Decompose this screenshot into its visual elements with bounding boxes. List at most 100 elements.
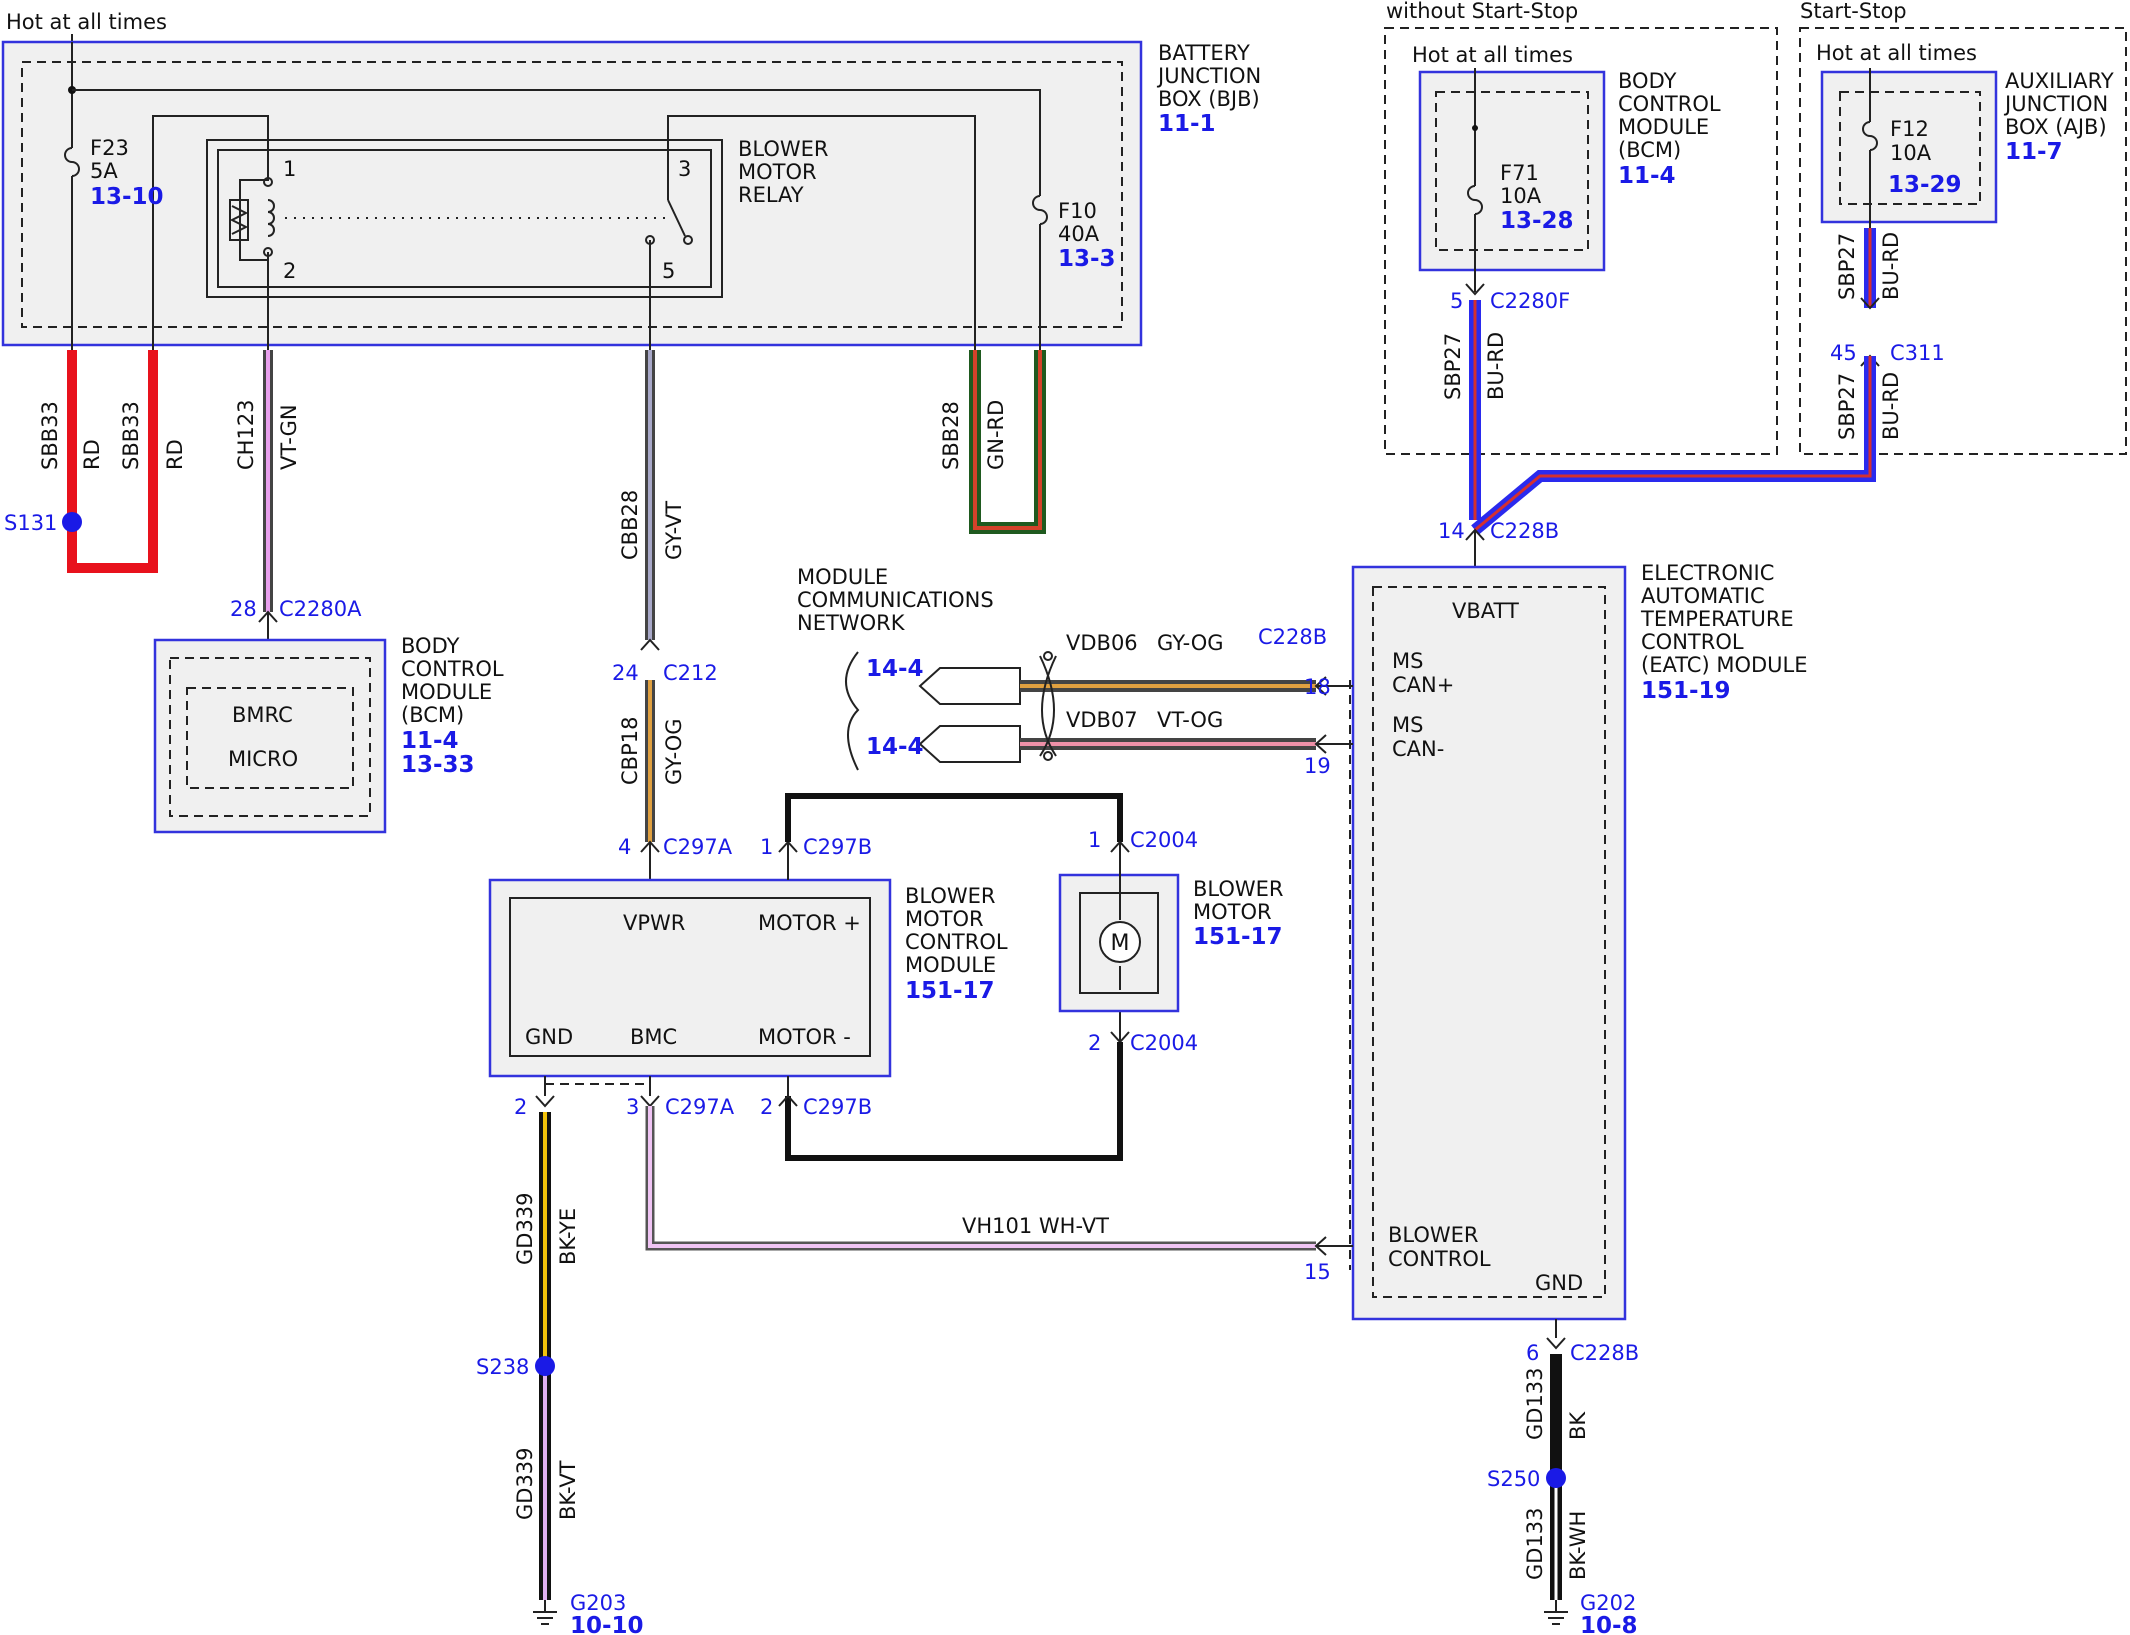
can-plus-pin: 18 bbox=[1304, 675, 1331, 699]
c297b-pin: 1 bbox=[760, 835, 773, 859]
vdb07-label: VDB07 bbox=[1066, 708, 1138, 732]
bmcm-label-4: MODULE bbox=[905, 953, 996, 977]
c2004-top-label: C2004 bbox=[1130, 828, 1198, 852]
bmcm-label-3: CONTROL bbox=[905, 930, 1008, 954]
gd133-upper-label: GD133 bbox=[1523, 1367, 1547, 1440]
bjb-label-2: JUNCTION bbox=[1156, 64, 1261, 88]
relay-label-2: MOTOR bbox=[738, 160, 817, 184]
eatc-label-1: ELECTRONIC bbox=[1641, 561, 1774, 585]
bmcm-label-1: BLOWER bbox=[905, 884, 996, 908]
vh101-wire bbox=[640, 1076, 1353, 1256]
sbb28-label: SBB28 bbox=[939, 401, 963, 470]
bmc-label: BMC bbox=[630, 1025, 677, 1049]
bmcm-label-2: MOTOR bbox=[905, 907, 984, 931]
motor-label-1: BLOWER bbox=[1193, 877, 1284, 901]
bcm-left-label-2: CONTROL bbox=[401, 657, 504, 681]
can-minus-pin: 19 bbox=[1304, 754, 1331, 778]
c2004-pin1: 1 bbox=[1088, 828, 1101, 852]
relay-pin-5: 5 bbox=[662, 259, 675, 283]
g202-label: G202 bbox=[1580, 1591, 1636, 1615]
micro-label: MICRO bbox=[228, 747, 298, 771]
vdb06-label: VDB06 bbox=[1066, 631, 1138, 655]
sbb28-loop bbox=[969, 350, 1046, 534]
relay-label-3: RELAY bbox=[738, 183, 804, 207]
blower-motor: M BLOWER MOTOR 151-17 bbox=[1058, 868, 1284, 1013]
bjb-label-1: BATTERY bbox=[1158, 41, 1250, 65]
c297a-label: C297A bbox=[663, 835, 733, 859]
c311-label: C311 bbox=[1890, 341, 1945, 365]
bcm-left-label-4: (BCM) bbox=[401, 703, 464, 727]
can-plus-conn: C228B bbox=[1258, 625, 1327, 649]
c2280a-pin: 28 bbox=[230, 597, 257, 621]
relay-label-1: BLOWER bbox=[738, 137, 829, 161]
gd133-lower-label: GD133 bbox=[1523, 1507, 1547, 1580]
cbp18-label: CBP18 bbox=[618, 717, 642, 785]
f10-label: F10 bbox=[1058, 199, 1097, 223]
c2004-pin2: 2 bbox=[1088, 1031, 1101, 1055]
relay-pin-1: 1 bbox=[283, 157, 296, 181]
c212-label: C212 bbox=[663, 661, 718, 685]
burd-bcm-label: BU-RD bbox=[1484, 332, 1508, 400]
can-minus-label: CAN- bbox=[1392, 737, 1444, 761]
gnd-pin: 2 bbox=[514, 1095, 527, 1119]
vbatt-label: VBATT bbox=[1452, 599, 1519, 623]
hot-bcm-label: Hot at all times bbox=[1412, 43, 1573, 67]
bcm-top-ref: 11-4 bbox=[1618, 163, 1676, 189]
bkwh-label: BK-WH bbox=[1566, 1511, 1590, 1580]
network-label-3: NETWORK bbox=[797, 611, 906, 635]
g203-label: G203 bbox=[570, 1591, 626, 1615]
relay-pin-3: 3 bbox=[678, 157, 691, 181]
bcm-top-label-3: MODULE bbox=[1618, 115, 1709, 139]
burd-c311-label: BU-RD bbox=[1879, 372, 1903, 440]
ajb-label-1: AUXILIARY bbox=[2005, 69, 2114, 93]
c2004-bottom-label: C2004 bbox=[1130, 1031, 1198, 1055]
start-stop-label: Start-Stop bbox=[1800, 0, 1907, 23]
start-stop-region bbox=[1799, 27, 2127, 455]
bmcm-gnd-label: GND bbox=[525, 1025, 573, 1049]
motor-letter: M bbox=[1111, 931, 1130, 956]
bcm-left-label-1: BODY bbox=[401, 634, 460, 658]
c2280f-label: C2280F bbox=[1490, 289, 1570, 313]
bmrc-label: BMRC bbox=[232, 703, 293, 727]
gd339-upper-label: GD339 bbox=[513, 1192, 537, 1265]
network-label-2: COMMUNICATIONS bbox=[797, 588, 994, 612]
c2280a-label: C2280A bbox=[279, 597, 362, 621]
gyvt-label: GY-VT bbox=[662, 501, 686, 560]
c297b-label: C297B bbox=[803, 835, 872, 859]
sbb33-left-label: SBB33 bbox=[38, 401, 62, 470]
ms2-label: MS bbox=[1392, 713, 1423, 737]
gd133-ground-wire bbox=[1544, 1319, 1568, 1625]
bcm-top-label-2: CONTROL bbox=[1618, 92, 1721, 116]
twisted-pair-symbol bbox=[1039, 651, 1057, 761]
vh101-label: VH101 WH-VT bbox=[962, 1214, 1109, 1238]
network-brace bbox=[845, 651, 860, 771]
motor-neg-conn: C297B bbox=[803, 1095, 872, 1119]
eatc-gnd-label: GND bbox=[1535, 1271, 1583, 1295]
can-plus-wire bbox=[918, 667, 1353, 705]
bmc-conn: C297A bbox=[665, 1095, 735, 1119]
cbb28-cbp18-wire bbox=[640, 350, 660, 880]
sbp27-ajb-label: SBP27 bbox=[1835, 233, 1859, 300]
g203-ref: 10-10 bbox=[570, 1613, 644, 1635]
blower-control-pin: 15 bbox=[1304, 1260, 1331, 1284]
eatc-label-3: TEMPERATURE bbox=[1640, 607, 1794, 631]
bjb-internal-wiring bbox=[64, 42, 1048, 350]
c228b-vbatt-pin: 14 bbox=[1438, 519, 1465, 543]
ch123-wire bbox=[258, 350, 278, 688]
sbb33-loop bbox=[62, 350, 158, 573]
f23-label: F23 bbox=[90, 136, 129, 160]
g202-ref: 10-8 bbox=[1580, 1613, 1638, 1635]
eatc-gnd-pin: 6 bbox=[1526, 1341, 1539, 1365]
f71-label: F71 bbox=[1500, 161, 1539, 185]
c311-pin: 45 bbox=[1830, 341, 1857, 365]
ajb-label-2: JUNCTION bbox=[2003, 92, 2108, 116]
sbp27-wires bbox=[1465, 228, 1880, 567]
can-plus-label: CAN+ bbox=[1392, 673, 1454, 697]
burd-ajb-label: BU-RD bbox=[1879, 232, 1903, 300]
network-label-1: MODULE bbox=[797, 565, 888, 589]
f12-ref: 13-29 bbox=[1888, 172, 1962, 198]
eatc-label-5: (EATC) MODULE bbox=[1641, 653, 1807, 677]
gyog-label: GY-OG bbox=[662, 718, 686, 785]
c228b-vbatt-label: C228B bbox=[1490, 519, 1559, 543]
motor-neg-pin: 2 bbox=[760, 1095, 773, 1119]
